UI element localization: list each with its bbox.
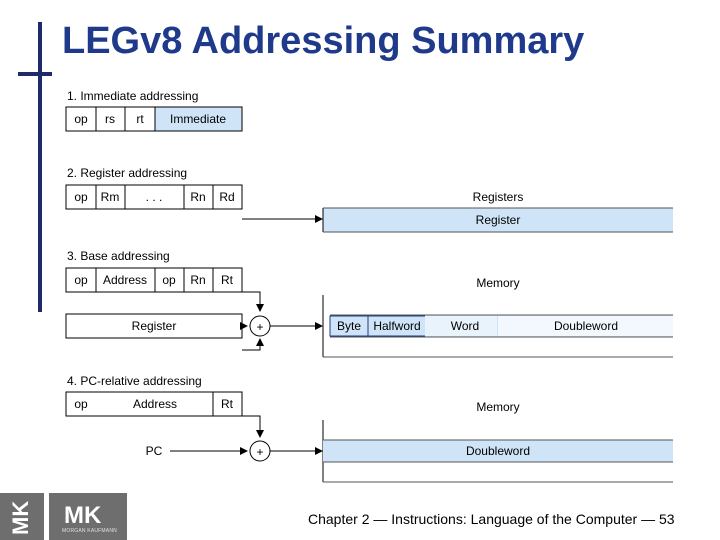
pc-field-op: op <box>74 397 88 411</box>
pc-field-rt: Rt <box>221 397 234 411</box>
register-file-box <box>323 208 673 232</box>
immediate-label: 1. Immediate addressing <box>67 89 198 103</box>
memory-cell-byte: Byte <box>337 319 361 333</box>
register-label: 2. Register addressing <box>67 166 187 180</box>
immediate-field-rt: rt <box>136 112 144 126</box>
pc-relative-instruction: op Address Rt <box>65 391 243 417</box>
pc-address-path <box>242 415 264 438</box>
base-instruction: op Address op Rn Rt <box>65 267 243 293</box>
register-field-rn: Rn <box>190 190 205 204</box>
pc-field-address: Address <box>133 397 177 411</box>
immediate-instruction: op rs rt Immediate <box>65 106 243 132</box>
base-address-path <box>242 291 264 312</box>
register-box-label: Register <box>476 213 521 227</box>
base-adder-symbol: + <box>256 320 263 334</box>
base-field-op2: op <box>162 273 176 287</box>
pc-memory-box <box>322 420 673 483</box>
logo-mark-text: MK <box>8 500 33 535</box>
base-field-op: op <box>74 273 88 287</box>
slide-footer: Chapter 2 — Instructions: Language of th… <box>308 511 675 527</box>
register-field-dots: . . . <box>146 190 163 204</box>
pc-adder-symbol: + <box>256 445 263 459</box>
register-field-op: op <box>74 190 88 204</box>
title-rule-horizontal <box>18 72 52 76</box>
pc-memory-doubleword: Doubleword <box>466 444 530 458</box>
publisher-logo-mark <box>0 493 44 540</box>
base-field-address: Address <box>103 273 147 287</box>
logo-mk-text: MK <box>64 502 102 529</box>
base-memory-label: Memory <box>476 276 519 290</box>
registers-label: Registers <box>473 190 524 204</box>
register-instruction: op Rm . . . Rn Rd <box>65 184 243 210</box>
base-field-rn: Rn <box>190 273 205 287</box>
logo-publisher-text: MORGAN KAUFMANN <box>62 528 117 534</box>
pc-memory-label: Memory <box>476 400 519 414</box>
register-field-rd: Rd <box>219 190 234 204</box>
base-memory-box <box>322 295 673 358</box>
base-label: 3. Base addressing <box>67 249 170 263</box>
register-field-rm: Rm <box>101 190 120 204</box>
base-rn-path <box>242 338 264 351</box>
title-rule-vertical <box>38 22 42 312</box>
immediate-field-op: op <box>74 112 88 126</box>
pc-label: PC <box>146 444 163 458</box>
memory-cell-word: Word <box>451 319 479 333</box>
page-title: LEGv8 Addressing Summary <box>62 20 585 62</box>
immediate-field-rs: rs <box>105 112 115 126</box>
memory-cell-halfword: Halfword <box>373 319 420 333</box>
base-register-label: Register <box>132 319 177 333</box>
pc-relative-label: 4. PC-relative addressing <box>67 374 202 388</box>
memory-cell-doubleword: Doubleword <box>554 319 618 333</box>
base-field-rt: Rt <box>221 273 234 287</box>
immediate-field-immediate: Immediate <box>170 112 226 126</box>
publisher-logo <box>49 493 127 540</box>
